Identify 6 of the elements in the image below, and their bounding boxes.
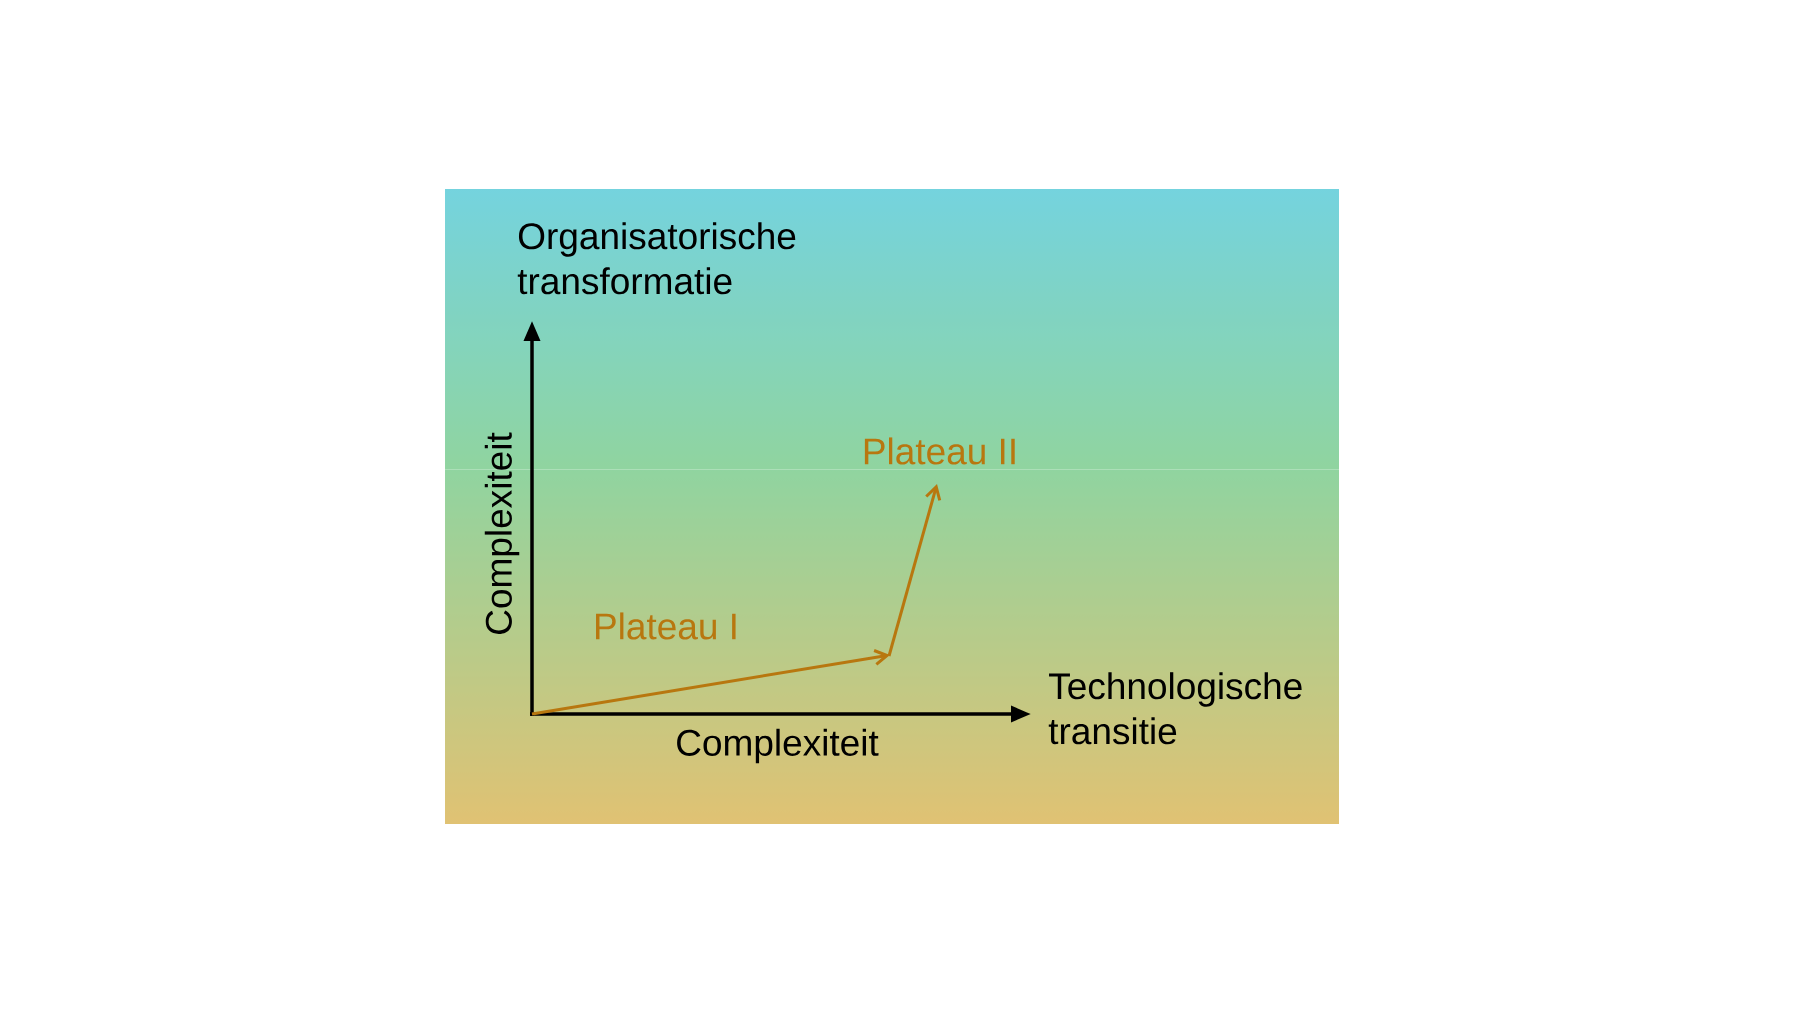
axis-label: Complexiteit <box>677 728 879 764</box>
axis-label: Plateau II <box>864 437 1015 465</box>
axis-label: Organisatorische transformatie <box>517 222 796 295</box>
axis-label: Plateau I <box>596 612 736 640</box>
axis-label: Complexiteit <box>484 432 520 634</box>
axis-label: Technologische transitie <box>1048 672 1302 745</box>
